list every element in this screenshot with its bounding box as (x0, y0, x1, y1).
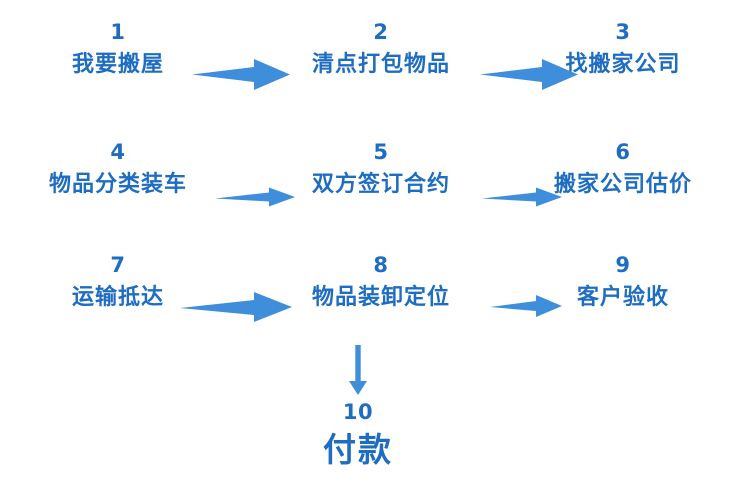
arrow-down-icon (343, 345, 373, 395)
flow-step-10[interactable]: 10 付款 (323, 400, 393, 469)
flow-step-2[interactable]: 2 清点打包物品 (312, 22, 450, 76)
step-2-number: 2 (373, 20, 389, 44)
arrow-right-icon (192, 58, 290, 92)
flow-step-7[interactable]: 7 运输抵达 (72, 255, 164, 309)
arrow-right-icon (215, 184, 295, 210)
step-3-label: 找搬家公司 (565, 52, 681, 77)
step-7-label: 运输抵达 (71, 285, 165, 310)
step-10-label: 付款 (323, 430, 393, 469)
step-6-label: 搬家公司估价 (553, 172, 693, 197)
step-4-number: 4 (110, 140, 126, 164)
flow-step-6[interactable]: 6 搬家公司估价 (554, 142, 692, 196)
flow-step-8[interactable]: 8 物品装卸定位 (312, 255, 450, 309)
step-8-number: 8 (373, 253, 389, 277)
step-7-number: 7 (110, 253, 126, 277)
step-9-number: 9 (615, 253, 631, 277)
arrow-right-icon (480, 58, 578, 92)
step-10-number: 10 (342, 400, 374, 424)
flow-step-1[interactable]: 1 我要搬屋 (72, 22, 164, 76)
step-2-label: 清点打包物品 (311, 52, 451, 77)
flow-step-9[interactable]: 9 客户验收 (577, 255, 669, 309)
step-4-label: 物品分类装车 (48, 172, 188, 197)
step-8-label: 物品装卸定位 (311, 285, 451, 310)
step-9-label: 客户验收 (576, 285, 670, 310)
flow-step-4[interactable]: 4 物品分类装车 (49, 142, 187, 196)
flow-step-3[interactable]: 3 找搬家公司 (565, 22, 680, 76)
arrow-right-icon (180, 290, 292, 324)
arrow-right-icon (490, 292, 562, 320)
step-5-label: 双方签订合约 (311, 172, 451, 197)
step-1-label: 我要搬屋 (71, 52, 165, 77)
step-1-number: 1 (110, 20, 126, 44)
step-6-number: 6 (615, 140, 631, 164)
step-3-number: 3 (615, 20, 631, 44)
arrow-right-icon (482, 184, 562, 210)
step-5-number: 5 (373, 140, 389, 164)
flow-step-5[interactable]: 5 双方签订合约 (312, 142, 450, 196)
